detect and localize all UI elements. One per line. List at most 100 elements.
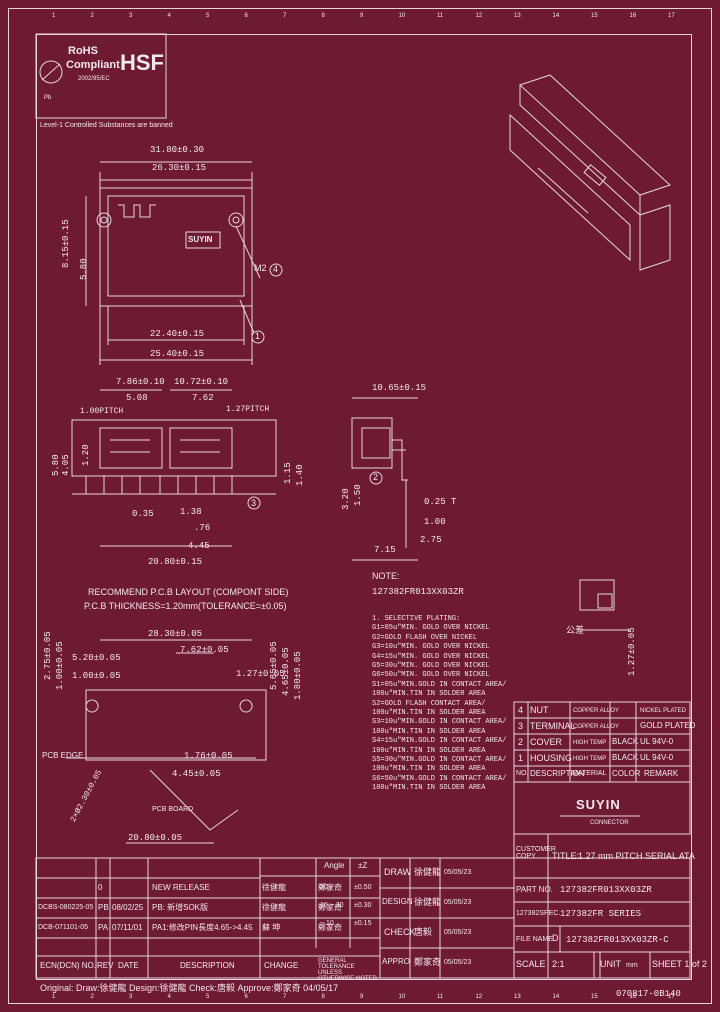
note-line: G6=50u"MIN. GOLD OVER NICKEL — [372, 671, 490, 680]
rev-desc: PA1:修改PIN長度4.65->4.45 — [152, 923, 253, 932]
bom-head-color: COLOR — [612, 769, 641, 778]
title-block-lines — [36, 834, 690, 978]
bom-color: BLACK — [612, 753, 639, 762]
outer-border — [8, 8, 712, 1004]
isometric-view-drawing — [510, 75, 670, 270]
dim-top-d3: 22.40±0.15 — [150, 329, 205, 339]
note-line: G4=15u"MIN. GOLD OVER NICKEL — [372, 652, 490, 661]
rev-head-rev: REV — [97, 961, 114, 970]
part-no-label: PART NO. — [516, 885, 553, 894]
ruler-top-label: 13 — [514, 13, 521, 19]
note-line: S2=GOLD FLASH CONTACT AREA/ — [372, 699, 486, 708]
tol-range: ~ 10 — [320, 920, 334, 927]
ruler-top-label: 1 — [52, 13, 56, 19]
dim-side-d5: 1.00 — [424, 517, 446, 527]
ruler-bottom-label: 7 — [283, 994, 287, 1000]
check-label: CHECK — [384, 927, 416, 937]
pcb-layout-drawing — [66, 640, 266, 843]
tol-head-angle: Angle — [324, 861, 345, 870]
appro-label: APPRO — [382, 957, 411, 966]
rev-change-1: 徐健龍 — [262, 903, 286, 912]
ruler-top-label: 9 — [360, 13, 364, 19]
dim-front-d14: .76 — [194, 523, 211, 533]
footer-doc-no: 070817-0B140 — [616, 989, 681, 999]
bom-material: HIGH TEMP — [573, 740, 607, 746]
dim-side-d7: 7.15 — [374, 545, 396, 555]
pcb-d1: 28.30±0.05 — [148, 629, 203, 639]
ruler-top-label: 7 — [283, 13, 287, 19]
top-logo: SUYIN — [188, 235, 213, 244]
title-value: 1.27 mm PITCH SERIAL ATA — [578, 851, 695, 861]
pcb-d3: 5.20±0.05 — [72, 653, 121, 663]
note-line: S5=30u"MIN.GOLD IN CONTACT AREA/ — [372, 756, 507, 764]
design-date: 05/05/23 — [444, 899, 472, 906]
bom-head-material: MATERIAL — [572, 770, 607, 777]
dim-front-d11: 1.40 — [295, 464, 305, 486]
tol-range: 10 ~ 30 — [320, 902, 344, 909]
dim-side-d3: 1.50 — [353, 484, 363, 506]
bom-no: 1 — [518, 753, 524, 763]
ruler-bottom-label: 9 — [360, 994, 364, 1000]
ruler-bottom-label: 14 — [552, 994, 560, 1000]
bom-table-lines — [514, 702, 690, 834]
bom-desc: HOUSING — [530, 753, 573, 763]
rev-change-2: 鄭家奇 — [318, 883, 342, 892]
dim-top-m2: M2 — [254, 263, 267, 273]
bom-material: COPPER ALLOY — [573, 708, 620, 714]
balloon-3: 3 — [251, 498, 257, 508]
ruler-bottom-label: 8 — [321, 994, 325, 1000]
dim-side-d6: 2.75 — [420, 535, 442, 545]
bom-remark: GOLD PLATED — [640, 721, 696, 730]
rev-change-2: 鄭家奇 — [318, 923, 342, 932]
detail-view-drawing — [580, 580, 630, 630]
note-line: S3=10u"MIN.GOLD IN CONTACT AREA/ — [372, 718, 507, 727]
balloon-2: 2 — [373, 472, 379, 482]
bom-color: BLACK — [612, 737, 639, 746]
tol-value: ±0.30 — [354, 902, 372, 909]
bom-desc: COVER — [530, 737, 563, 747]
note-line: 100u"MIN.TIN IN SOLDER AREA — [372, 765, 486, 774]
tol-note: GENERAL TOLERANCE UNLESS OTHERWISE NOTED — [318, 958, 377, 982]
bom-no: 3 — [518, 721, 524, 731]
dim-front-d13: 1.38 — [180, 507, 202, 517]
note-line: 100u"MIN.TIN IN SOLDER AREA — [372, 784, 486, 793]
appro-date: 05/05/23 — [444, 959, 472, 966]
ruler-top-label: 8 — [321, 13, 325, 19]
drawing-frame — [36, 34, 692, 980]
hsf-label: HSF — [120, 50, 164, 75]
note-line: S6=50u"MIN.GOLD IN CONTACT AREA/ — [372, 774, 507, 783]
bom-head-remark: REMARK — [644, 769, 679, 778]
draw-date: 05/05/23 — [444, 869, 472, 876]
customer-label: CUSTOMER COPY — [516, 846, 556, 860]
ruler-top-label: 5 — [206, 13, 210, 19]
check-name: 唐毅 — [414, 927, 433, 937]
note-line: G2=GOLD FLASH OVER NICKEL — [372, 633, 478, 642]
note-part: 127382FR013XX03ZR — [372, 587, 464, 597]
design-name: 徐健龍 — [414, 897, 442, 907]
ruler-top-label: 16 — [629, 13, 637, 19]
tol-range: 30 ~ — [320, 884, 334, 891]
dim-front-d2: 10.72±0.10 — [174, 377, 229, 387]
ruler-bottom-label: 2 — [90, 994, 94, 1000]
file-label: FILE NAME — [516, 936, 553, 943]
balloon-4: 4 — [273, 264, 279, 274]
ruler-bottom-label: 5 — [206, 994, 210, 1000]
rev-change-1: 蘇 坤 — [262, 923, 281, 932]
pcb-d13: 1.80±0.05 — [293, 651, 303, 700]
pcb-title-2: P.C.B THICKNESS=1.20mm(TOLERANCE=±0.05) — [84, 601, 287, 611]
draw-label: DRAW — [384, 867, 412, 877]
dim-top-d5: 8.15±0.15 — [61, 219, 71, 268]
dim-front-d4: 7.62 — [192, 393, 214, 403]
ruler-top-label: 14 — [552, 13, 560, 19]
detail-label: 公差 — [566, 625, 585, 635]
ruler-top-label: 12 — [475, 13, 483, 19]
dim-front-d6: 1.27PITCH — [226, 405, 270, 414]
detail-d1: 1.27±0.05 — [627, 627, 637, 676]
rev-ecn: DCBS-080225-05 — [38, 904, 94, 911]
rev-head-ecn: ECN(DCN) NO. — [40, 961, 96, 970]
ruler-top-label: 15 — [591, 13, 598, 19]
rohs-directive: 2002/95/EC — [78, 76, 110, 82]
dim-front-d16: 20.80±0.15 — [148, 557, 203, 567]
note-line: 100u"MIN.TIN IN SOLDER AREA — [372, 727, 486, 736]
